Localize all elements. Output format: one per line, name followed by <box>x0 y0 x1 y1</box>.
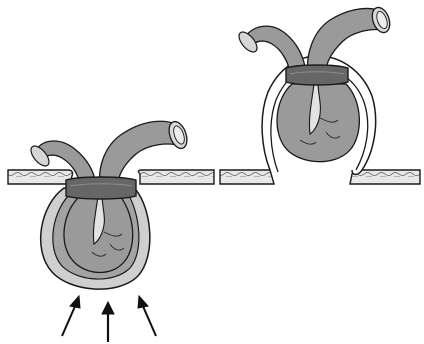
arrow-left <box>62 296 80 336</box>
right-abdominal-wall <box>220 170 420 184</box>
pressure-arrows <box>62 296 156 342</box>
left-wall-segment-right <box>138 170 214 184</box>
left-wall-segment-left <box>8 170 73 184</box>
right-wall-segment-left <box>220 170 274 184</box>
arrow-right <box>138 296 156 336</box>
arrow-center <box>102 302 114 342</box>
right-panel <box>220 5 420 184</box>
left-constriction-ring <box>66 177 136 199</box>
left-panel <box>8 119 214 342</box>
right-constriction-ring <box>286 65 348 85</box>
